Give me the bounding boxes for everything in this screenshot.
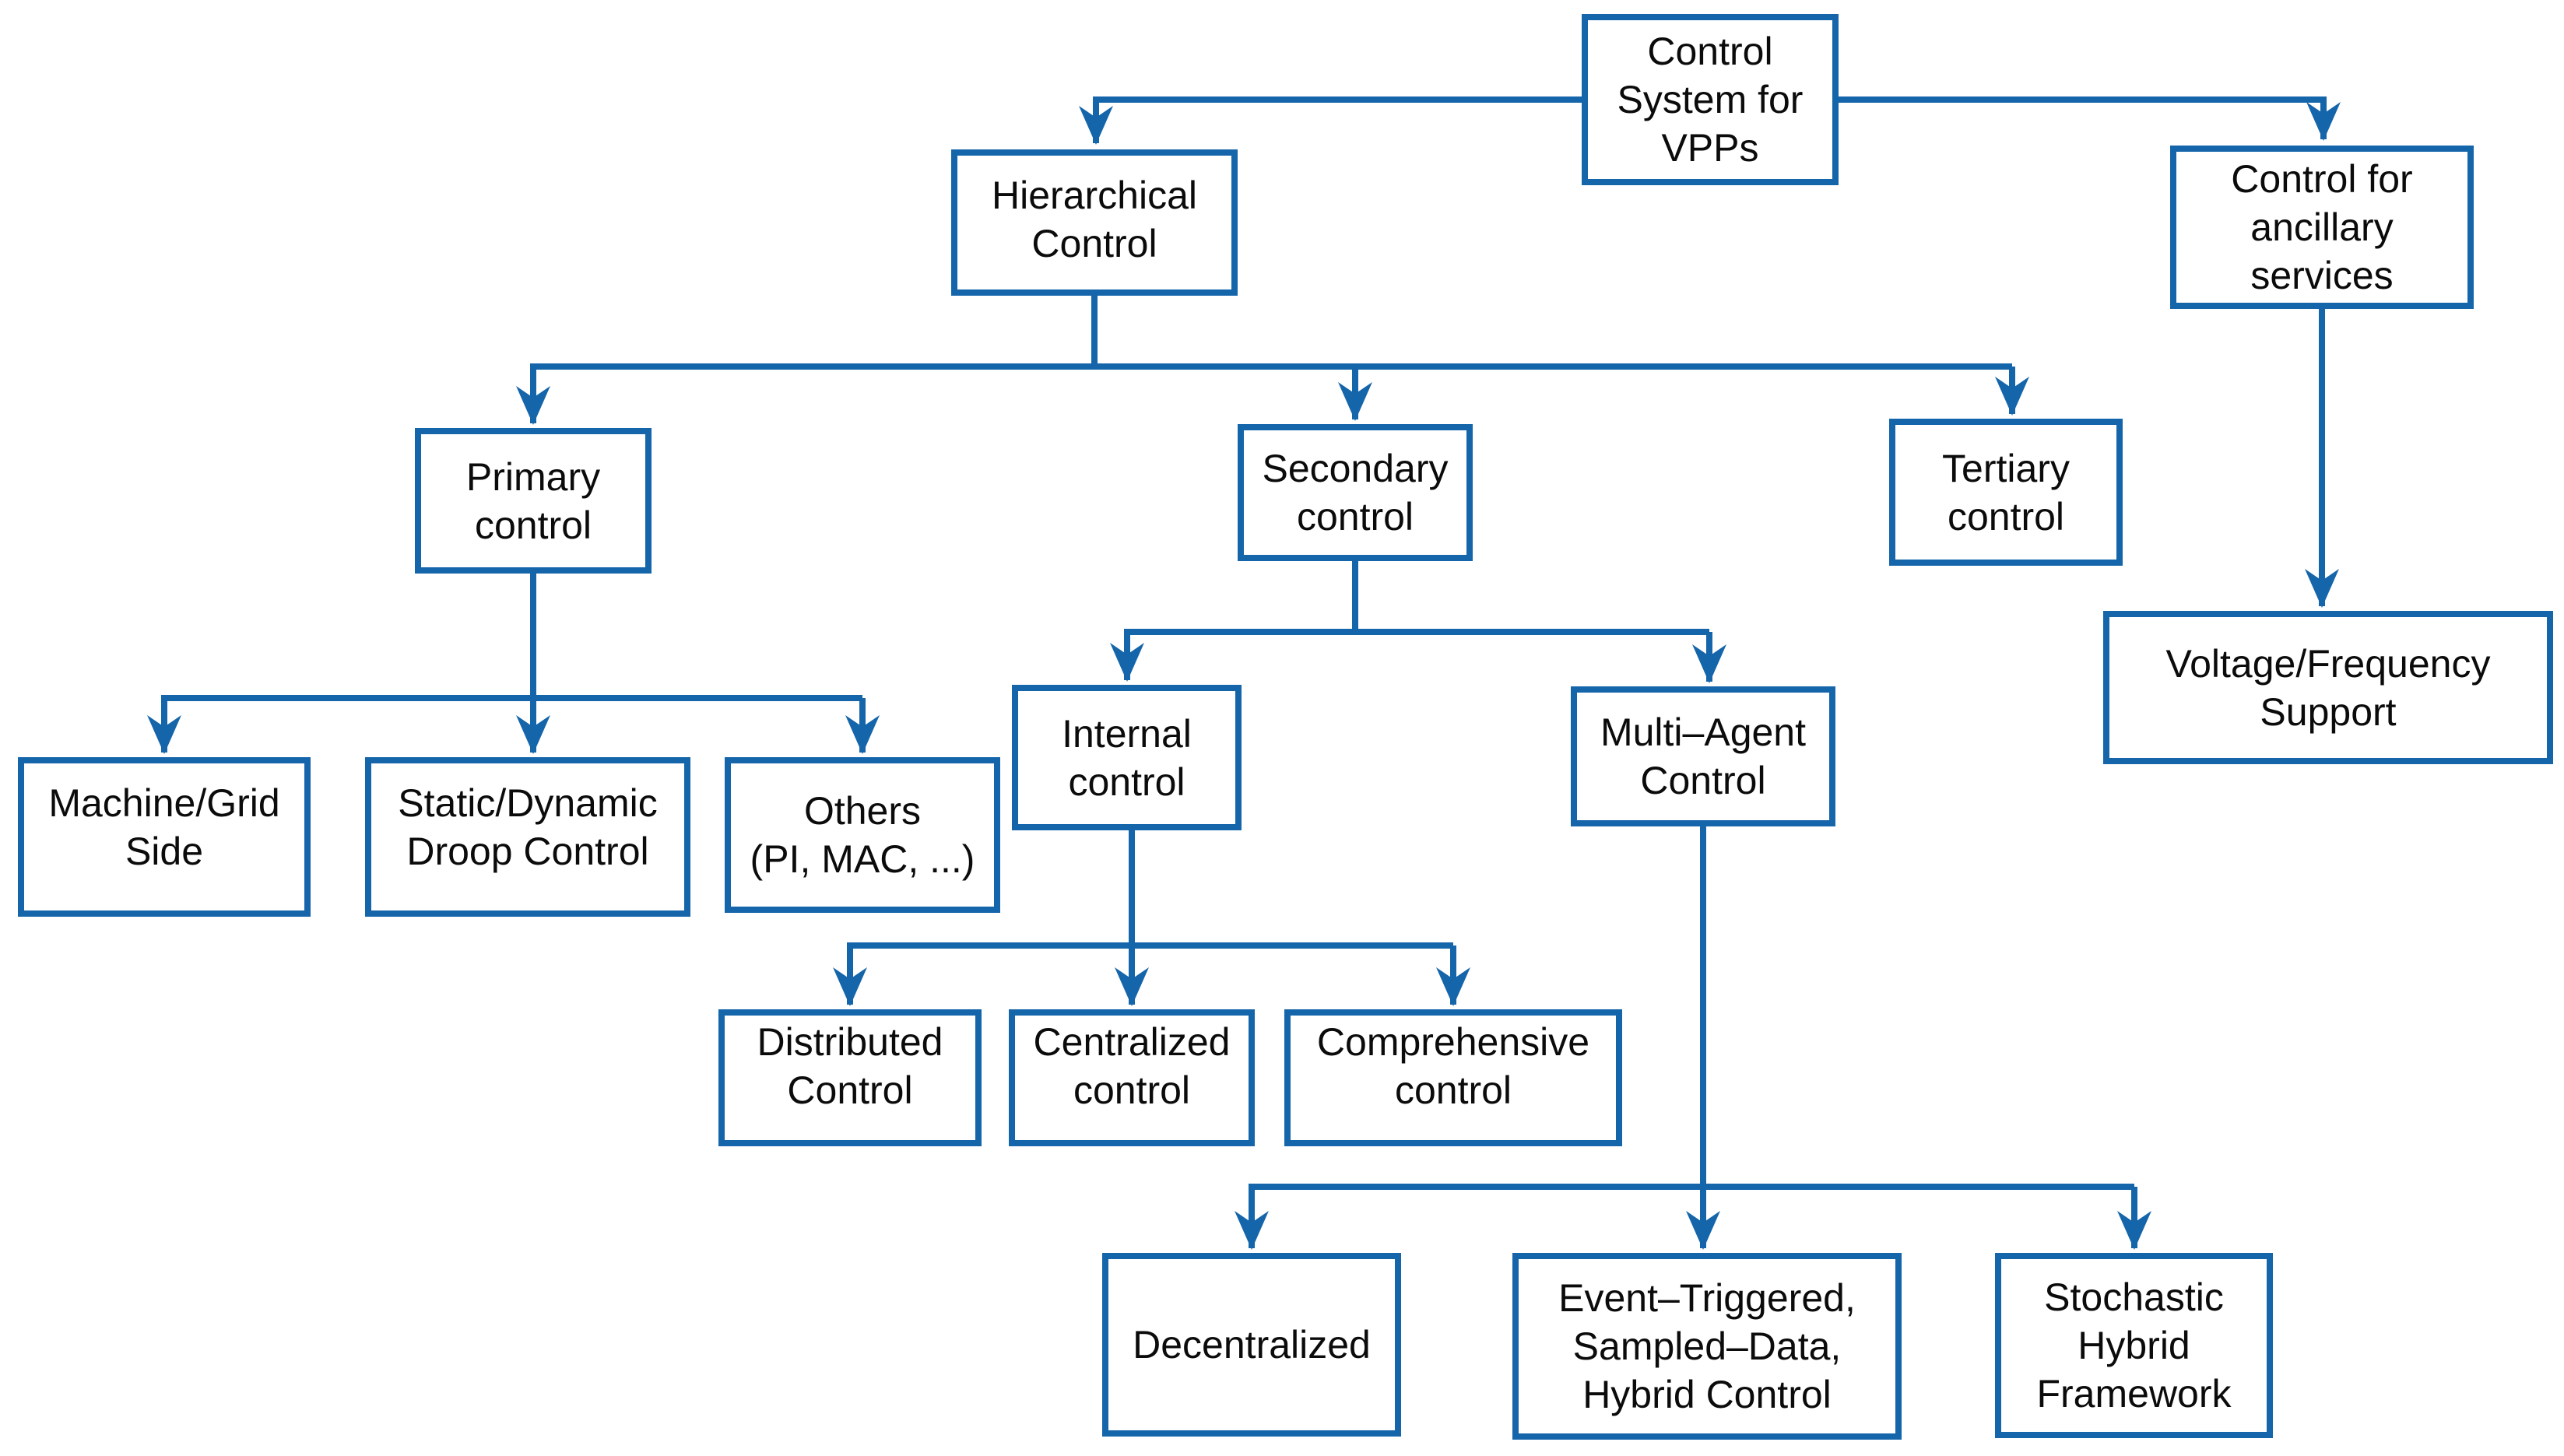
node-secondary-control: Secondary control	[1238, 424, 1473, 561]
node-control-for-ancillary-services: Control for ancillary services	[2170, 146, 2474, 309]
node-label: Stochastic Hybrid Framework	[2036, 1275, 2232, 1416]
node-voltage-frequency-support: Voltage/Frequency Support	[2103, 611, 2553, 764]
node-label: Event–Triggered, Sampled–Data, Hybrid Co…	[1558, 1276, 1856, 1416]
node-label: Distributed Control	[757, 1020, 943, 1112]
connector-root-to-hierarchical	[1079, 96, 1582, 145]
node-event-triggered-sampled-data-hybrid-control: Event–Triggered, Sampled–Data, Hybrid Co…	[1512, 1253, 1902, 1440]
node-label: Control System for VPPs	[1617, 30, 1804, 170]
node-distributed-control: Distributed Control	[718, 1009, 982, 1146]
node-machine-grid-side: Machine/Grid Side	[18, 757, 311, 917]
node-static-dynamic-droop-control: Static/Dynamic Droop Control	[365, 757, 690, 917]
node-label: Control for ancillary services	[2231, 157, 2413, 297]
node-internal-control: Internal control	[1012, 685, 1242, 830]
node-label: Secondary control	[1262, 447, 1449, 539]
node-label: Primary control	[465, 454, 601, 547]
node-control-system-for-vpps: Control System for VPPs	[1582, 14, 1839, 185]
node-others-pi-mac: Others (PI, MAC, ...)	[725, 757, 1000, 913]
node-label: Centralized control	[1033, 1020, 1231, 1112]
node-stochastic-hybrid-framework: Stochastic Hybrid Framework	[1995, 1253, 2273, 1438]
node-label: Machine/Grid Side	[48, 781, 280, 873]
node-label: Static/Dynamic Droop Control	[398, 781, 658, 873]
node-label: Decentralized	[1133, 1323, 1371, 1367]
node-comprehensive-control: Comprehensive control	[1284, 1009, 1622, 1146]
node-label: Multi–Agent Control	[1600, 710, 1807, 802]
node-centralized-control: Centralized control	[1009, 1009, 1255, 1146]
node-tertiary-control: Tertiary control	[1889, 419, 2123, 566]
node-label: Others (PI, MAC, ...)	[750, 789, 975, 881]
node-label: Internal control	[1062, 711, 1192, 804]
node-hierarchical-control: Hierarchical Control	[951, 149, 1238, 296]
node-label: Hierarchical Control	[992, 174, 1197, 265]
connector-root-to-ancillary	[1839, 96, 2341, 141]
node-label: Voltage/Frequency Support	[2165, 641, 2491, 734]
node-decentralized: Decentralized	[1102, 1253, 1401, 1437]
node-multi-agent-control: Multi–Agent Control	[1571, 686, 1835, 826]
node-label: Comprehensive control	[1316, 1020, 1590, 1112]
node-primary-control: Primary control	[415, 428, 652, 574]
node-label: Tertiary control	[1942, 446, 2070, 539]
